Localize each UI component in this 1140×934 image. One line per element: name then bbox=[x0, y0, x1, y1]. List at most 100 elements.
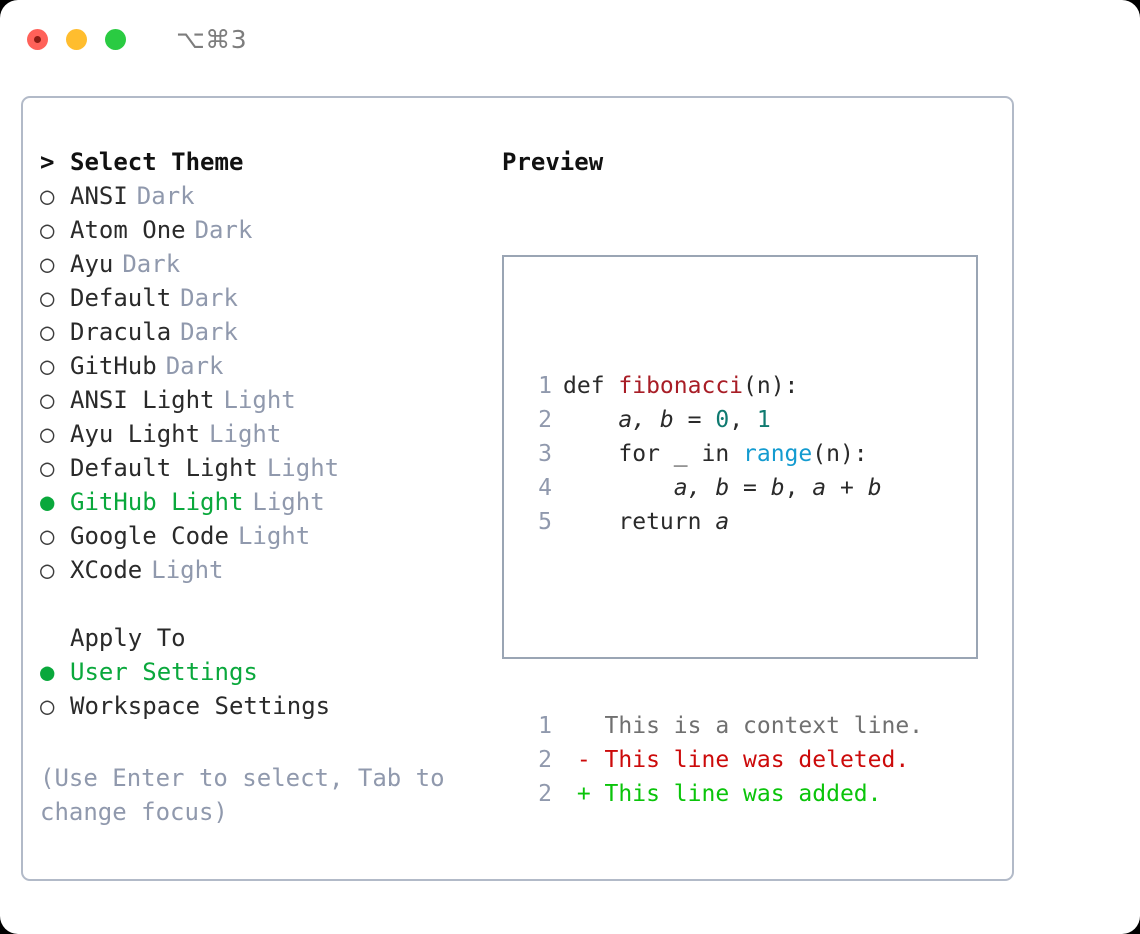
code-token-plain: , bbox=[784, 475, 813, 501]
diff-line-deleted: 2 - This line was deleted. bbox=[522, 743, 923, 777]
theme-variant-tag: Light bbox=[209, 420, 282, 448]
theme-name-label: GitHub Light bbox=[70, 488, 244, 516]
apply-to-option-label: Workspace Settings bbox=[70, 692, 331, 720]
apply-to-options: ●User Settings○ Workspace Settings bbox=[40, 658, 500, 726]
minimize-button-icon[interactable] bbox=[66, 28, 87, 50]
radio-unselected-icon: ○ bbox=[40, 386, 55, 414]
code-diff-gap bbox=[522, 607, 923, 641]
theme-list-item[interactable]: ● GitHub Light Light bbox=[40, 488, 500, 522]
code-line: 3 for _ in range(n): bbox=[522, 437, 923, 471]
theme-name-label: ANSI Light bbox=[70, 386, 215, 414]
zoom-button-icon[interactable] bbox=[105, 28, 126, 50]
theme-name-label: Ayu Light bbox=[70, 420, 201, 448]
code-token-plain bbox=[563, 471, 674, 505]
apply-to-heading: Apply To bbox=[40, 624, 500, 658]
theme-name-label: Google Code bbox=[70, 522, 229, 550]
theme-variant-tag: Dark bbox=[180, 318, 238, 346]
theme-list-item[interactable]: ○ Ayu Light Light bbox=[40, 420, 500, 454]
code-line: 5 return a bbox=[522, 505, 923, 539]
code-token-plain: (n): bbox=[743, 373, 799, 399]
theme-variant-tag: Dark bbox=[194, 216, 253, 244]
radio-unselected-icon: ○ bbox=[40, 420, 55, 448]
code-line: 2 a, b = 0, 1 bbox=[522, 403, 923, 437]
theme-variant-tag: Light bbox=[266, 454, 340, 482]
radio-unselected-icon: ○ bbox=[40, 216, 55, 244]
diff-sample: 1 This is a context line. 2 - This line w… bbox=[522, 709, 923, 811]
code-token-variable: b bbox=[867, 475, 882, 501]
theme-list-item[interactable]: ○ ANSI Light Light bbox=[40, 386, 500, 420]
code-token-number: 0 bbox=[715, 407, 730, 433]
radio-unselected-icon: ○ bbox=[40, 522, 55, 550]
code-token-plain: return bbox=[563, 509, 716, 535]
code-token-variable: a, b bbox=[673, 475, 730, 501]
apply-to-option[interactable]: ●User Settings bbox=[40, 658, 500, 692]
theme-name-label: ANSI bbox=[70, 182, 128, 210]
theme-name-label: Atom One bbox=[70, 216, 186, 244]
radio-unselected-icon: ○ bbox=[40, 284, 55, 312]
theme-list-item[interactable]: ○ GitHub Dark bbox=[40, 352, 500, 386]
code-token-plain: , bbox=[729, 407, 757, 433]
theme-name-label: Default Light bbox=[70, 454, 258, 482]
radio-unselected-icon: ○ bbox=[40, 182, 55, 210]
code-token-variable: a bbox=[812, 475, 827, 501]
line-number: 3 bbox=[538, 441, 552, 467]
theme-variant-tag: Light bbox=[252, 488, 325, 516]
list-spacer bbox=[40, 590, 500, 624]
code-token-call: range bbox=[743, 441, 813, 467]
code-token-plain: = bbox=[673, 407, 716, 433]
diff-line-text: This is a context line. bbox=[563, 713, 924, 739]
radio-selected-icon: ● bbox=[40, 488, 55, 516]
code-line: 4 a, b = b, a + b bbox=[522, 471, 923, 505]
line-number: 2 bbox=[538, 781, 552, 807]
diff-line-added: 2 + This line was added. bbox=[522, 777, 923, 811]
select-theme-heading-label: Select Theme bbox=[70, 148, 244, 176]
select-theme-heading: > Select Theme bbox=[40, 148, 500, 182]
code-token-plain: + bbox=[826, 475, 868, 501]
help-text: (Use Enter to select, Tab to change focu… bbox=[40, 764, 460, 826]
apply-to-heading-label: Apply To bbox=[70, 624, 186, 652]
code-token-plain bbox=[563, 403, 618, 437]
keyboard-shortcut-label: ⌥⌘3 bbox=[176, 24, 248, 54]
radio-unselected-icon: ○ bbox=[40, 692, 55, 720]
theme-variant-tag: Light bbox=[151, 556, 224, 584]
theme-list-item[interactable]: ○ Ayu Dark bbox=[40, 250, 500, 284]
theme-variant-tag: Light bbox=[223, 386, 296, 414]
code-token-number: 1 bbox=[756, 407, 771, 433]
theme-name-label: Ayu bbox=[70, 250, 114, 278]
line-number: 1 bbox=[538, 713, 552, 739]
code-token-plain: (n): bbox=[812, 441, 868, 467]
diff-line-text: - This line was deleted. bbox=[563, 747, 910, 773]
theme-variant-tag: Dark bbox=[165, 352, 224, 380]
diff-line-text: + This line was added. bbox=[563, 781, 882, 807]
preview-title: Preview bbox=[502, 148, 604, 176]
line-number: 1 bbox=[538, 373, 552, 399]
apply-to-option[interactable]: ○ Workspace Settings bbox=[40, 692, 500, 726]
apply-to-option-label: User Settings bbox=[70, 658, 258, 686]
close-button-icon[interactable] bbox=[27, 28, 48, 50]
radio-unselected-icon: ○ bbox=[40, 454, 55, 482]
theme-list-item[interactable]: ○ Default Light Light bbox=[40, 454, 500, 488]
title-bar: ⌥⌘3 bbox=[0, 0, 1140, 78]
code-token-variable: a bbox=[715, 509, 730, 535]
theme-name-label: GitHub bbox=[70, 352, 157, 380]
code-token-function: fibonacci bbox=[618, 373, 744, 399]
caret-icon: > bbox=[40, 148, 55, 176]
radio-unselected-icon: ○ bbox=[40, 352, 55, 380]
theme-list-item[interactable]: ○ Atom One Dark bbox=[40, 216, 500, 250]
radio-unselected-icon: ○ bbox=[40, 318, 55, 346]
theme-variant-tag: Dark bbox=[122, 250, 181, 278]
radio-unselected-icon: ○ bbox=[40, 250, 55, 278]
code-token-plain: = bbox=[729, 475, 771, 501]
